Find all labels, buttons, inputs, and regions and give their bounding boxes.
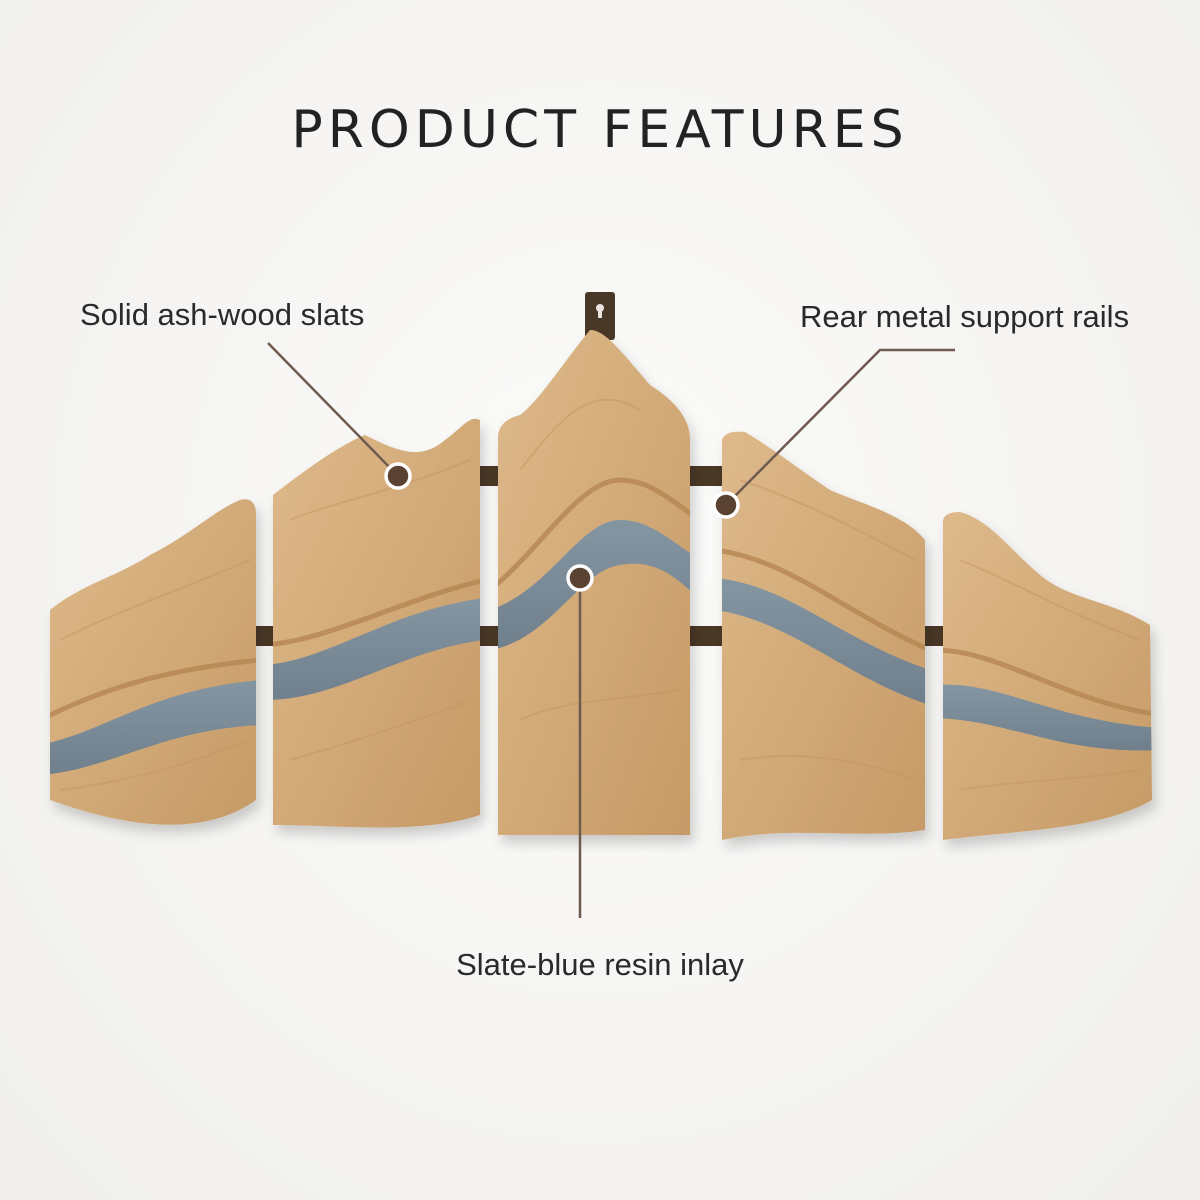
page-title: PRODUCT FEATURES xyxy=(291,100,909,160)
wood-slat-1 xyxy=(50,499,256,825)
wood-slat-2 xyxy=(273,418,480,828)
callout-leader-wood xyxy=(267,342,412,490)
callout-leader-resin xyxy=(566,564,594,918)
callout-leader-rails xyxy=(712,348,955,519)
hanger-bracket xyxy=(585,292,615,340)
callout-resin-inlay: Slate-blue resin inlay xyxy=(456,947,744,982)
wood-slat-3 xyxy=(498,330,690,835)
callout-wood-slats: Solid ash-wood slats xyxy=(80,297,365,332)
callout-metal-rails: Rear metal support rails xyxy=(800,299,1130,334)
wood-slat-4 xyxy=(722,431,925,840)
metal-rails xyxy=(255,466,945,646)
wood-slat-5 xyxy=(943,512,1152,840)
